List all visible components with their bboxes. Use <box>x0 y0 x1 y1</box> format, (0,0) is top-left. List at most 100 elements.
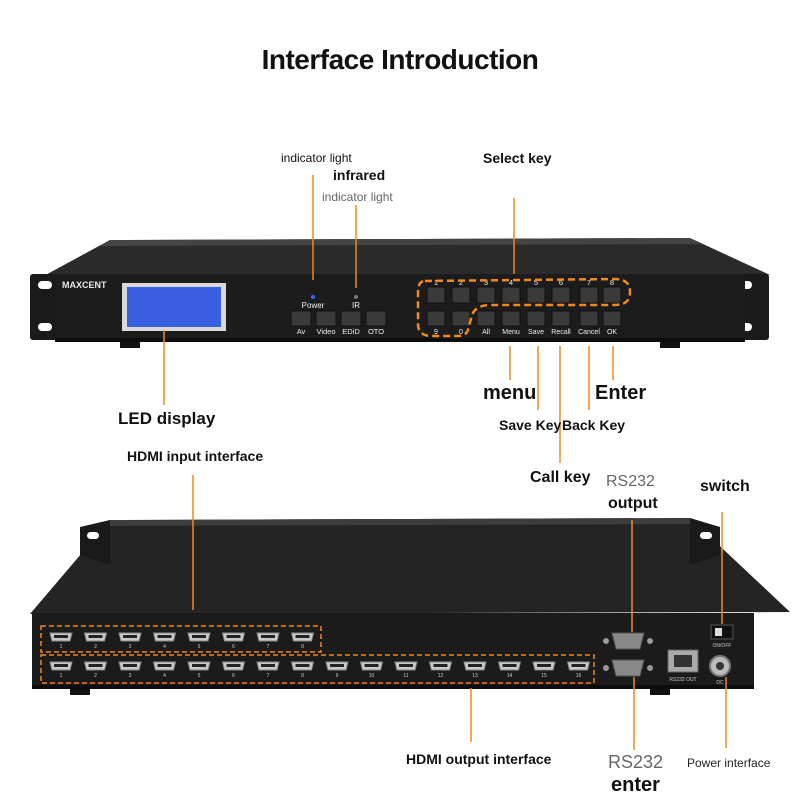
input-port-label: 8 <box>301 644 304 650</box>
menu-label: menu <box>483 382 537 404</box>
key-4-button[interactable] <box>501 286 521 304</box>
power-led <box>311 295 315 299</box>
all-key-label: All <box>482 329 490 336</box>
output-port-label: 14 <box>507 673 513 679</box>
input-port-label: 1 <box>60 644 63 650</box>
hdmi-output-label: HDMI output interface <box>406 751 552 767</box>
ok-key-label: OK <box>607 329 617 336</box>
cancel-key-button[interactable] <box>579 310 599 327</box>
save-key-label: Save Key <box>499 417 562 433</box>
edid-button-label: EDiD <box>342 327 360 336</box>
rear-chassis-top <box>30 518 790 614</box>
rs232-enter-label-top: RS232 <box>608 752 664 772</box>
left-button-group: Av Video EDiD OTO <box>290 310 387 336</box>
output-port-slot <box>123 664 137 667</box>
input-port-slot <box>261 635 275 638</box>
hdmi-input-label: HDMI input interface <box>127 448 264 464</box>
ok-key-button[interactable] <box>602 310 622 327</box>
input-port-slot <box>54 635 68 638</box>
output-port-label: 10 <box>369 673 375 679</box>
output-port-slot <box>261 664 275 667</box>
rear-face <box>32 613 754 687</box>
output-port-label: 6 <box>232 673 235 679</box>
rear-right-ear <box>690 518 720 565</box>
ir-indicator-label: IR <box>352 301 360 310</box>
oto-button-label: OTO <box>368 327 384 336</box>
output-port-slot <box>330 664 344 667</box>
rs232-enter-label-bottom: enter <box>611 774 660 796</box>
input-port-label: 4 <box>163 644 166 650</box>
call-key-label: Call key <box>530 469 591 486</box>
output-port-slot <box>295 664 310 667</box>
brand-logo: MAXCENT <box>62 280 107 290</box>
all-key-button[interactable] <box>476 310 496 327</box>
key-1-button[interactable] <box>426 286 446 304</box>
rear-face-bottom <box>32 685 754 689</box>
output-port-slot <box>157 664 172 667</box>
oto-button[interactable] <box>365 310 387 327</box>
power-switch-rocker <box>715 628 722 636</box>
indicator-light-label: indicator light <box>281 151 352 165</box>
key-8-button[interactable] <box>602 286 622 304</box>
9-key-button[interactable] <box>426 310 446 327</box>
save-key-label: Save <box>528 329 544 336</box>
key-2-button[interactable] <box>451 286 471 304</box>
ir-led <box>354 295 358 299</box>
output-port-slot <box>88 664 103 667</box>
key-3-label: 3 <box>484 278 488 287</box>
output-port-slot <box>54 664 68 667</box>
output-port-label: 7 <box>267 673 270 679</box>
output-port-label: 16 <box>576 673 582 679</box>
key-6-button[interactable] <box>551 286 571 304</box>
output-port-slot <box>468 664 482 667</box>
front-chassis-top <box>40 238 770 278</box>
key-6-label: 6 <box>559 278 563 287</box>
video-button-label: Video <box>316 327 335 336</box>
rear-left-ear <box>80 520 110 565</box>
output-port-slot <box>537 664 551 667</box>
output-port-slot <box>502 664 517 667</box>
output-port-slot <box>399 664 413 667</box>
av-button[interactable] <box>290 310 312 327</box>
recall-key-button[interactable] <box>551 310 571 327</box>
front-face-bottom <box>55 338 745 342</box>
video-button[interactable] <box>315 310 337 327</box>
output-port-label: 11 <box>403 673 408 679</box>
menu-key-label: Menu <box>502 329 520 336</box>
rs232-output-label-bottom: output <box>608 495 658 512</box>
key-7-button[interactable] <box>579 286 599 304</box>
input-port-slot <box>88 635 103 638</box>
input-port-label: 3 <box>129 644 132 650</box>
select-key-highlight <box>416 277 632 338</box>
input-port-slot <box>226 635 241 638</box>
rs232-input-port[interactable] <box>611 659 645 677</box>
output-port-label: 2 <box>94 673 97 679</box>
front-chassis-top-edge <box>100 238 700 246</box>
rear-left-ear-hole <box>87 532 99 539</box>
rs232-output-port[interactable] <box>611 632 645 650</box>
key-3-button[interactable] <box>476 286 496 304</box>
back-key-label: Back Key <box>562 417 626 433</box>
foot-left <box>120 342 140 348</box>
infrared-label: infrared <box>333 167 386 183</box>
edid-button[interactable] <box>340 310 362 327</box>
rear-chassis-top-edge <box>100 518 700 526</box>
input-port-slot <box>295 635 310 638</box>
0-key-button[interactable] <box>451 310 471 327</box>
save-key-button[interactable] <box>526 310 546 327</box>
key-5-button[interactable] <box>526 286 546 304</box>
lcd-screen <box>127 287 221 327</box>
rj45-socket <box>674 655 692 667</box>
output-port-label: 12 <box>438 673 444 679</box>
rear-foot-left <box>70 689 90 695</box>
cancel-key-label: Cancel <box>578 329 600 336</box>
menu-key-button[interactable] <box>501 310 521 327</box>
left-ear-hole-bottom <box>38 323 52 331</box>
output-port-label: 5 <box>198 673 201 679</box>
rs232-output-screw-right <box>647 638 653 644</box>
rear-foot-right <box>650 689 670 695</box>
